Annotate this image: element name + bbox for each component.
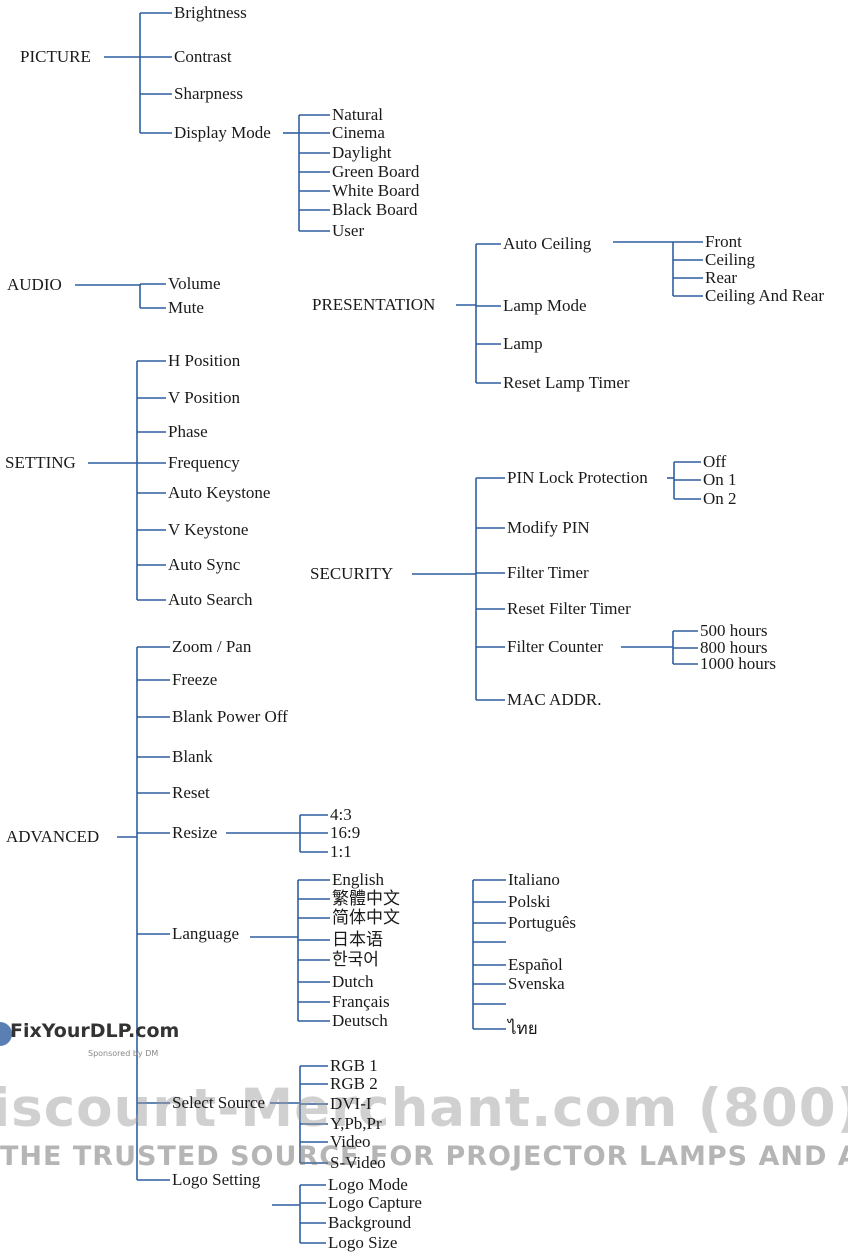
setting-item-frequency: Frequency xyxy=(168,453,240,472)
display-mode-black-board: Black Board xyxy=(332,200,418,219)
presentation-item-reset-lamp-timer: Reset Lamp Timer xyxy=(503,373,630,392)
security-item-pin-lock-protection: PIN Lock Protection xyxy=(507,468,648,487)
presentation-menu-label: PRESENTATION xyxy=(312,295,436,314)
logo-setting-logo-capture: Logo Capture xyxy=(328,1193,422,1212)
language-option-5: 한국어 xyxy=(332,950,379,969)
language-option-3: 简体中文 xyxy=(332,908,400,927)
language-option-7: Français xyxy=(332,992,390,1011)
display-mode-cinema: Cinema xyxy=(332,123,385,142)
setting-item-v-keystone: V Keystone xyxy=(168,520,249,539)
watermark-tagline: THE TRUSTED SOURCE FOR PROJECTOR LAMPS A… xyxy=(0,1141,848,1172)
watermark-logo-icon xyxy=(0,1022,12,1046)
advanced-item-blank: Blank xyxy=(172,747,213,766)
source-option-video: Video xyxy=(330,1132,371,1151)
setting-menu-label: SETTING xyxy=(5,453,76,472)
watermark-sponsor-text: Sponsored by DM xyxy=(88,1049,159,1058)
advanced-menu-label: ADVANCED xyxy=(6,827,100,846)
advanced-item-select-source: Select Source xyxy=(172,1093,265,1112)
logo-setting-logo-size: Logo Size xyxy=(328,1233,398,1252)
logo-setting-background: Background xyxy=(328,1213,412,1232)
setting-item-v-position: V Position xyxy=(168,388,240,407)
security-item-mac-addr: MAC ADDR. xyxy=(507,690,602,709)
auto-ceiling-ceiling-and-rear: Ceiling And Rear xyxy=(705,286,824,305)
language-option-1: English xyxy=(332,870,384,889)
pin-lock-off: Off xyxy=(703,452,727,471)
pin-lock-on-2: On 2 xyxy=(703,489,737,508)
setting-item-auto-sync: Auto Sync xyxy=(168,555,241,574)
security-item-reset-filter-timer: Reset Filter Timer xyxy=(507,599,631,618)
filter-counter-1000-hours: 1000 hours xyxy=(700,654,777,673)
auto-ceiling-rear: Rear xyxy=(705,268,738,287)
advanced-item-resize: Resize xyxy=(172,823,218,842)
display-mode-daylight: Daylight xyxy=(332,143,392,162)
source-option-rgb-2: RGB 2 xyxy=(330,1074,378,1093)
security-item-filter-counter: Filter Counter xyxy=(507,637,603,656)
audio-item-volume: Volume xyxy=(168,274,221,293)
language-option-6: Dutch xyxy=(332,972,374,991)
filter-counter-500-hours: 500 hours xyxy=(700,621,768,640)
setting-item-phase: Phase xyxy=(168,422,208,441)
advanced-item-logo-setting: Logo Setting xyxy=(172,1170,261,1189)
setting-item-h-position: H Position xyxy=(168,351,241,370)
auto-ceiling-ceiling: Ceiling xyxy=(705,250,756,269)
watermark-logo-text: FixYourDLP.com xyxy=(10,1020,180,1042)
picture-item-brightness: Brightness xyxy=(174,3,247,22)
picture-item-contrast: Contrast xyxy=(174,47,232,66)
source-option-s-video: S-Video xyxy=(330,1153,386,1172)
picture-item-sharpness: Sharpness xyxy=(174,84,243,103)
advanced-item-blank-power-off: Blank Power Off xyxy=(172,707,288,726)
language-right-option-6: Svenska xyxy=(508,974,565,993)
auto-ceiling-front: Front xyxy=(705,232,742,251)
advanced-item-freeze: Freeze xyxy=(172,670,218,689)
resize-option-1: 4:3 xyxy=(330,805,352,824)
advanced-item-reset: Reset xyxy=(172,783,210,802)
picture-menu-label: PICTURE xyxy=(20,47,91,66)
language-option-8: Deutsch xyxy=(332,1011,388,1030)
display-mode-white-board: White Board xyxy=(332,181,420,200)
advanced-item-zoom-pan: Zoom / Pan xyxy=(172,637,252,656)
language-right-option-5: Español xyxy=(508,955,563,974)
audio-item-mute: Mute xyxy=(168,298,204,317)
source-option-y-pb-pr: Y,Pb,Pr xyxy=(330,1114,382,1133)
language-right-option-2: Polski xyxy=(508,892,551,911)
display-mode-user: User xyxy=(332,221,365,240)
security-item-filter-timer: Filter Timer xyxy=(507,563,589,582)
language-option-4: 日本语 xyxy=(332,930,383,949)
picture-item-display-mode: Display Mode xyxy=(174,123,271,142)
logo-setting-logo-mode: Logo Mode xyxy=(328,1175,408,1194)
resize-option-2: 16:9 xyxy=(330,823,361,842)
presentation-item-auto-ceiling: Auto Ceiling xyxy=(503,234,592,253)
language-right-option-3: Português xyxy=(508,913,576,932)
presentation-item-lamp-mode: Lamp Mode xyxy=(503,296,587,315)
language-right-option-1: Italiano xyxy=(508,870,560,889)
display-mode-green-board: Green Board xyxy=(332,162,420,181)
audio-menu-label: AUDIO xyxy=(7,275,62,294)
presentation-item-lamp: Lamp xyxy=(503,334,543,353)
language-right-option-8: ไทย xyxy=(508,1019,538,1038)
language-option-2: 繁體中文 xyxy=(332,889,400,908)
filter-counter-800-hours: 800 hours xyxy=(700,638,768,657)
source-option-rgb-1: RGB 1 xyxy=(330,1056,378,1075)
resize-option-3: 1:1 xyxy=(330,842,352,861)
security-item-modify-pin: Modify PIN xyxy=(507,518,590,537)
setting-item-auto-keystone: Auto Keystone xyxy=(168,483,271,502)
pin-lock-on-1: On 1 xyxy=(703,470,737,489)
security-menu-label: SECURITY xyxy=(310,564,394,583)
setting-item-auto-search: Auto Search xyxy=(168,590,253,609)
display-mode-natural: Natural xyxy=(332,105,383,124)
advanced-item-language: Language xyxy=(172,924,240,943)
watermark-main-text: iscount-Merchant.com (800) 281- xyxy=(0,1078,848,1139)
source-option-dvi-i: DVI-I xyxy=(330,1094,372,1113)
